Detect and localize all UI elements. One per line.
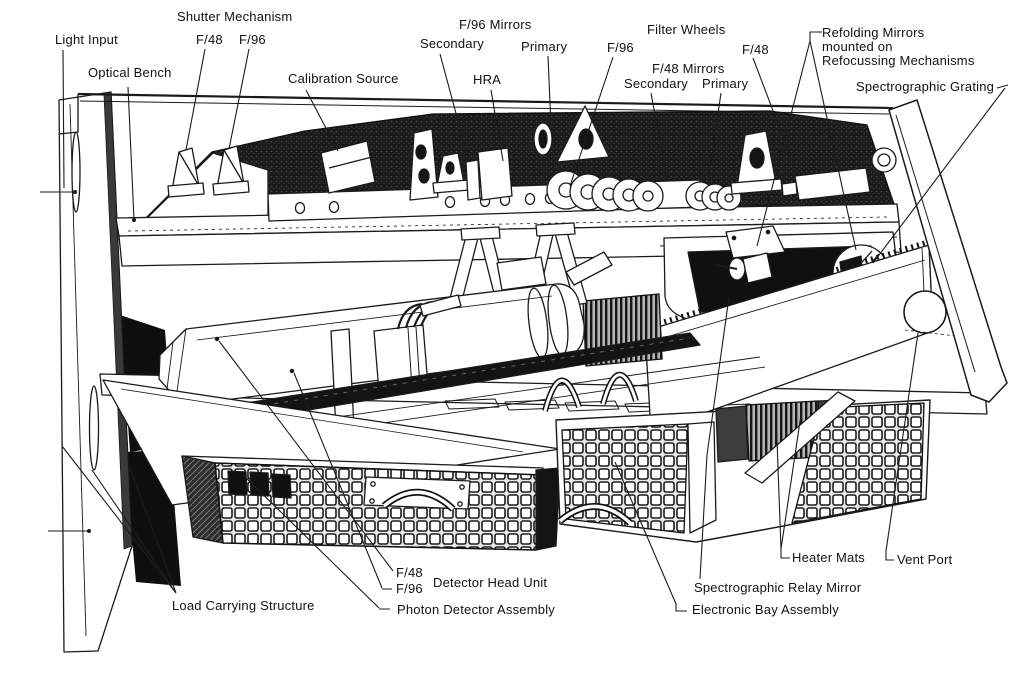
- label-spectrographic-relay-mirror: Spectrographic Relay Mirror: [694, 580, 862, 595]
- label-f48-mirrors: F/48 Mirrors: [652, 61, 725, 76]
- label-calibration-source: Calibration Source: [288, 71, 399, 86]
- leader-lines: [40, 31, 1009, 612]
- label-load-carrying-structure: Load Carrying Structure: [172, 598, 315, 613]
- label-f48-filter: F/48: [742, 42, 769, 57]
- label-f96-secondary: Secondary: [420, 36, 484, 51]
- label-shutter-f48: F/48: [196, 32, 223, 47]
- label-spectrographic-grating: Spectrographic Grating: [856, 79, 995, 94]
- label-shutter-mechanism: Shutter Mechanism: [177, 9, 293, 24]
- label-optical-bench: Optical Bench: [88, 65, 172, 80]
- label-shutter-f96: F/96: [239, 32, 266, 47]
- label-light-input: Light Input: [55, 32, 118, 47]
- label-f96-mirrors: F/96 Mirrors: [459, 17, 532, 32]
- label-refolding-line1: Refolding Mirrors: [822, 25, 925, 40]
- label-refolding-line2: mounted on: [822, 39, 893, 54]
- label-detector-head-unit: Detector Head Unit: [433, 575, 548, 590]
- label-refolding-mirrors: Refolding Mirrors mounted on Refocussing…: [822, 26, 975, 68]
- label-f48-secondary: Secondary: [624, 76, 688, 91]
- label-hra: HRA: [473, 72, 502, 87]
- label-heater-mats: Heater Mats: [792, 550, 866, 565]
- label-refolding-line3: Refocussing Mechanisms: [822, 53, 975, 68]
- label-f96-filter: F/96: [607, 40, 634, 55]
- label-electronic-bay-assembly: Electronic Bay Assembly: [692, 602, 839, 617]
- label-detector-f96: F/96: [396, 581, 423, 596]
- label-f96-primary: Primary: [521, 39, 568, 54]
- label-vent-port: Vent Port: [897, 552, 953, 567]
- label-filter-wheels: Filter Wheels: [647, 22, 726, 37]
- label-f48-primary: Primary: [702, 76, 749, 91]
- label-photon-detector-assembly: Photon Detector Assembly: [397, 602, 555, 617]
- label-detector-f48: F/48: [396, 565, 423, 580]
